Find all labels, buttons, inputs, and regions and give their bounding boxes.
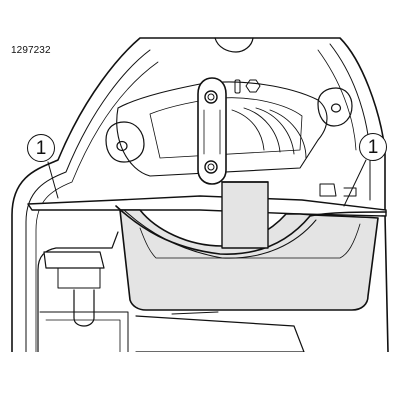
callout-marker: 1 [27,134,55,162]
bolt-icon [204,160,218,174]
callout-marker: 1 [359,133,387,161]
housing-rib-3 [255,107,295,155]
lower-plate [135,315,305,352]
top-cap [214,37,254,53]
lower-frame-post [73,289,95,327]
lower-plate-edge [171,311,219,315]
housing-rib-2 [243,107,281,153]
bolt-icon [207,93,215,101]
tray-outer [119,209,379,311]
right-shell-inner-2 [317,49,357,151]
keyhole-feature [245,79,261,93]
right-boss [317,87,353,127]
bolt-icon [207,163,215,171]
left-boss-hole [116,140,128,152]
leader-line-left [47,161,59,199]
flat-sheet-part [27,195,387,217]
lower-frame-left [37,231,119,352]
right-shell-inner [329,43,371,201]
figure-id-label: 1297232 [11,45,51,56]
housing-rib-4 [269,109,307,159]
lower-frame-inner-2 [45,319,121,352]
body-shell-inner-line [25,49,151,352]
right-clip-tab [343,187,357,197]
bolt-icon [204,90,218,104]
leader-line-right [343,159,367,207]
right-boss-hole [330,103,342,113]
vertical-bracket [197,77,227,185]
center-pedestal [221,181,269,249]
slot-feature [234,79,241,94]
tray-inner-wall [139,223,361,259]
lower-frame-rail [43,251,105,269]
housing-plate-inner [149,97,303,159]
body-shell-outline [11,37,389,352]
left-boss [105,121,145,163]
right-clip [319,183,337,197]
lower-frame-bracket [57,267,101,289]
housing-rib-1 [231,109,265,151]
lower-frame-inner [39,311,129,352]
